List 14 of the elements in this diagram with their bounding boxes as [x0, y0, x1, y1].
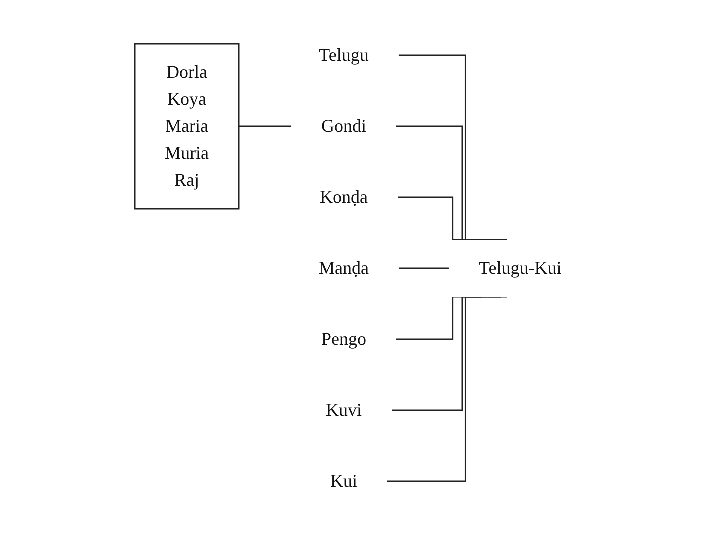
connector: [239, 125, 292, 127]
connector: [398, 196, 482, 240]
connector: [399, 267, 450, 269]
node-text: Konḍa: [320, 186, 368, 206]
connector: [388, 296, 508, 482]
node-text: Kuvi: [326, 400, 362, 420]
node-box: Dorla Koya Maria Muria Raj: [134, 42, 240, 210]
node-text: Telugu: [319, 44, 369, 64]
connector: [399, 54, 508, 240]
node-text: Manḍa: [319, 258, 370, 278]
connector: [396, 125, 502, 240]
node-text: Gondi: [322, 116, 367, 136]
node-text: Kui: [330, 470, 358, 490]
node-text: Pengo: [322, 328, 367, 348]
